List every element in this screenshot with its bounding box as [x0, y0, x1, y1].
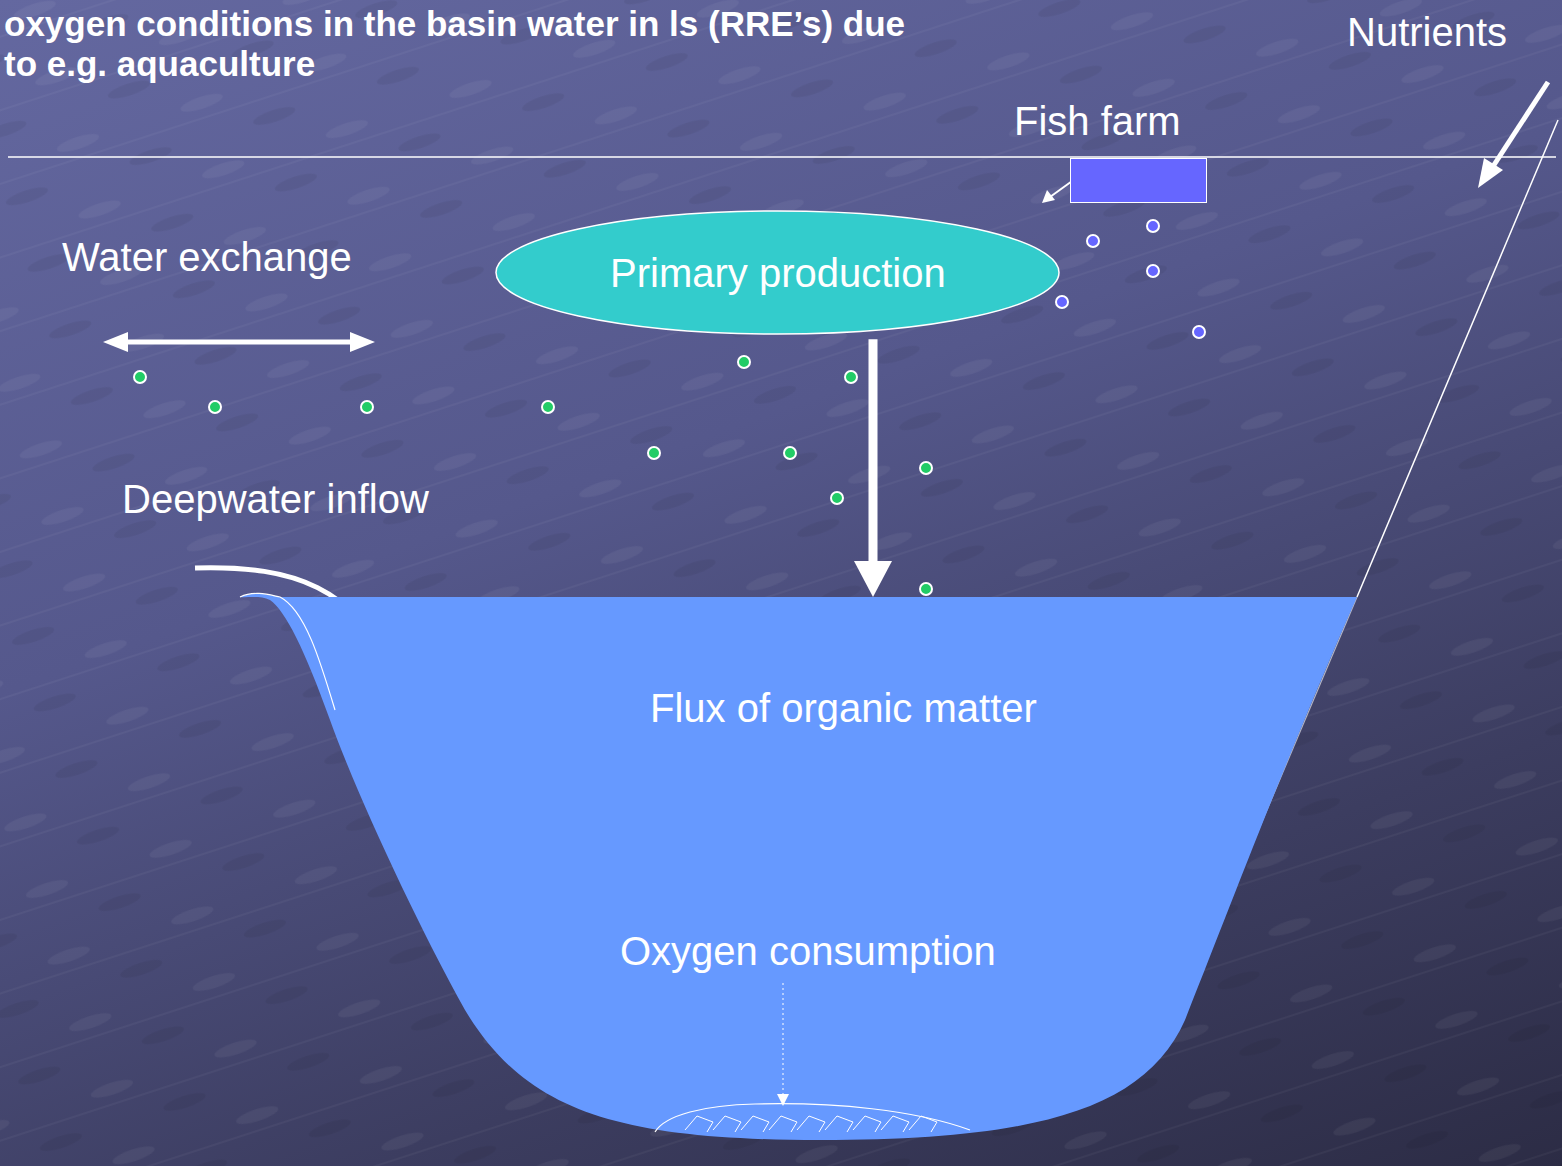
basin-fill — [240, 593, 1357, 1140]
node-shape — [235, 590, 1365, 1150]
annotation-label: Deepwater inflow — [122, 476, 429, 522]
water-surface — [8, 156, 1556, 158]
arrow-head — [854, 561, 892, 597]
consumption-leader — [783, 983, 784, 1100]
node-shape — [1070, 158, 1207, 203]
process-label: Flux of organic matter — [650, 685, 1037, 731]
fish-farm-cage — [1071, 159, 1207, 203]
water-exchange-arrow — [103, 332, 375, 352]
arrow-shaft — [869, 339, 878, 561]
basin-rim — [240, 593, 335, 710]
sediment-outline — [655, 1104, 970, 1132]
annotation-label: Nutrients — [1347, 9, 1507, 55]
fish-farm-box: Fish farm — [1070, 158, 1207, 203]
node-label: Primary production — [610, 250, 946, 296]
flux-arrow — [854, 339, 892, 597]
sediment-texture — [685, 1116, 937, 1132]
consumption-leader-head — [777, 1094, 789, 1106]
annotation-label: Water exchange — [62, 234, 352, 280]
slide-title: oxygen conditions in the basin water in … — [4, 4, 914, 83]
node-heading: Fish farm — [1014, 98, 1181, 144]
basin-water-body: Flux of organic matterOxygen consumption — [235, 590, 1365, 1150]
primary-production-ellipse: Primary production — [495, 210, 1060, 335]
ellipse-outline — [496, 211, 1059, 334]
shore-line — [1357, 120, 1558, 597]
nutrient-arrow — [1478, 82, 1548, 188]
process-label: Oxygen consumption — [620, 928, 996, 974]
